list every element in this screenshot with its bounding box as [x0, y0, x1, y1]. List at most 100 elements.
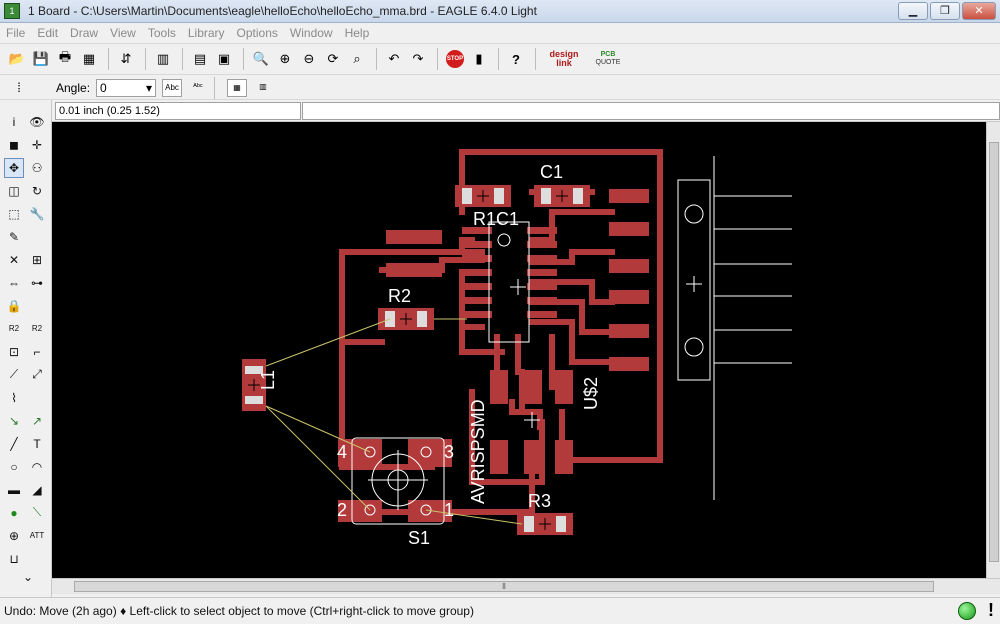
- label-avrisp: AVRISPSMD: [468, 399, 488, 504]
- add-part-icon[interactable]: ⊞: [31, 252, 43, 267]
- miter-icon[interactable]: ⌐: [33, 344, 41, 359]
- label-l1: L1: [258, 370, 278, 390]
- stop-button[interactable]: STOP: [444, 48, 466, 70]
- help-icon[interactable]: ?: [512, 51, 520, 67]
- arc-icon[interactable]: ◠: [31, 459, 43, 474]
- circle-icon[interactable]: ○: [10, 459, 18, 474]
- script-icon[interactable]: ▤: [193, 51, 207, 66]
- exclamation-icon[interactable]: !: [988, 600, 994, 620]
- airwires: [265, 318, 523, 525]
- cam-processor-icon[interactable]: ▦: [82, 51, 96, 66]
- meander-icon[interactable]: ⌇: [11, 390, 17, 405]
- zoom-out-icon[interactable]: ⊖: [303, 51, 315, 66]
- angle-select[interactable]: 0 ▾: [96, 78, 157, 97]
- print-icon[interactable]: 🖶: [58, 49, 72, 64]
- mirror-icon[interactable]: ◫: [8, 183, 20, 198]
- redo-icon[interactable]: ↷: [412, 51, 424, 66]
- rotate-icon[interactable]: ↻: [31, 183, 43, 198]
- board-drawing[interactable]: C1 R1C1 R2 L1 U$2 AVRISPSMD R3 S1 4 3 2 …: [52, 122, 986, 578]
- design-link-button[interactable]: design link: [542, 48, 586, 70]
- zoom-redraw-icon[interactable]: ⟳: [327, 51, 339, 66]
- smd-highlight: [462, 188, 472, 204]
- switch-schematic-icon[interactable]: ⇵: [120, 51, 132, 66]
- menu-window[interactable]: Window: [289, 26, 333, 40]
- vertical-scrollbar[interactable]: [986, 122, 1000, 578]
- ic-pad: [527, 311, 557, 318]
- hole-icon[interactable]: ⊕: [8, 528, 20, 543]
- angle-label: Angle:: [56, 80, 91, 95]
- dimension-icon[interactable]: ⊔: [9, 551, 19, 566]
- toolbar-separator: [437, 48, 438, 70]
- menu-file[interactable]: File: [6, 26, 26, 40]
- vertical-scroll-thumb[interactable]: [989, 142, 999, 562]
- value-icon[interactable]: R2: [31, 324, 43, 333]
- maximize-button[interactable]: ❐: [930, 2, 960, 20]
- copy-icon[interactable]: ⚇: [31, 160, 43, 175]
- minimize-button[interactable]: ▁: [898, 2, 928, 20]
- text-abc-icon[interactable]: Abc: [162, 78, 183, 97]
- grid-dots-icon[interactable]: ⁞: [17, 80, 21, 95]
- smash-icon[interactable]: ⊡: [8, 344, 20, 359]
- more-chevron-icon[interactable]: ⌄: [22, 570, 34, 584]
- display-layers-icon[interactable]: ◼: [9, 137, 19, 152]
- name-icon[interactable]: R2: [8, 324, 20, 333]
- menu-tools[interactable]: Tools: [147, 26, 176, 40]
- connector-outline: [677, 179, 711, 381]
- horizontal-scrollbar[interactable]: ⦀: [52, 578, 1000, 594]
- part-labels: C1 R1C1 R2 L1 U$2 AVRISPSMD R3 S1 4 3 2 …: [258, 162, 601, 548]
- delete-icon[interactable]: ✕: [8, 252, 20, 267]
- ic-pad: [462, 283, 492, 290]
- board-canvas[interactable]: C1 R1C1 R2 L1 U$2 AVRISPSMD R3 S1 4 3 2 …: [52, 122, 986, 578]
- padlock-icon[interactable]: 🔒: [6, 298, 22, 313]
- menu-help[interactable]: Help: [344, 26, 370, 40]
- polygon-icon[interactable]: ◢: [32, 482, 42, 497]
- mark-icon[interactable]: ✛: [31, 137, 43, 152]
- menu-library[interactable]: Library: [187, 26, 225, 40]
- replace-icon[interactable]: ⇔: [8, 275, 20, 290]
- undo-icon[interactable]: ↶: [388, 51, 400, 66]
- ic-pad: [462, 241, 492, 248]
- status-bar: Undo: Move (2h ago) ♦ Left-click to sele…: [0, 597, 1000, 624]
- toolbar-separator: [535, 48, 536, 70]
- attribute-icon[interactable]: ATT: [29, 531, 45, 540]
- ripup-icon[interactable]: ↗: [31, 413, 43, 428]
- wire-icon[interactable]: ╱: [10, 436, 18, 451]
- show-eye-icon[interactable]: 👁: [29, 114, 45, 129]
- split-icon[interactable]: ⟋: [9, 367, 19, 381]
- move-icon[interactable]: ✥: [4, 157, 24, 178]
- layout-grid-icon[interactable]: ▦: [227, 78, 248, 97]
- use-library-icon[interactable]: ▥: [156, 51, 170, 66]
- menu-bar: File Edit Draw View Tools Library Option…: [0, 23, 1000, 43]
- text-icon[interactable]: T: [33, 436, 41, 451]
- mirror-text-icon[interactable]: ᴬᵇᶜ: [193, 81, 203, 91]
- lock-icon[interactable]: ⊶: [31, 275, 43, 290]
- horizontal-scroll-thumb[interactable]: ⦀: [74, 581, 934, 592]
- change-wrench-icon[interactable]: 🔧: [29, 206, 45, 221]
- route-icon[interactable]: ↘: [8, 413, 20, 428]
- menu-options[interactable]: Options: [236, 26, 278, 40]
- pcb-quote-button[interactable]: PCB QUOTE: [588, 48, 628, 70]
- switch-pin: [364, 446, 376, 458]
- open-folder-icon[interactable]: 📂: [8, 51, 26, 66]
- paste-icon[interactable]: ✎: [8, 229, 20, 244]
- zoom-select-icon[interactable]: ⌕: [353, 51, 361, 66]
- group-icon[interactable]: ⬚: [8, 206, 20, 221]
- ic-pad: [462, 297, 492, 304]
- menu-view[interactable]: View: [110, 26, 136, 40]
- switch-outline: [351, 437, 445, 525]
- close-button[interactable]: ✕: [962, 2, 996, 20]
- menu-draw[interactable]: Draw: [70, 26, 99, 40]
- go-icon[interactable]: ▮: [475, 51, 483, 66]
- save-icon[interactable]: 💾: [32, 51, 50, 66]
- command-line-input[interactable]: [302, 102, 1000, 120]
- rect-icon[interactable]: ▬: [8, 482, 20, 497]
- ulp-icon[interactable]: ▣: [217, 51, 231, 66]
- zoom-fit-icon[interactable]: 🔍: [252, 51, 270, 66]
- optimize-icon[interactable]: ⤢: [32, 367, 42, 381]
- signal-icon[interactable]: ⟍: [32, 505, 42, 519]
- info-icon[interactable]: i: [12, 114, 16, 129]
- menu-edit[interactable]: Edit: [37, 26, 59, 40]
- layout-split-icon[interactable]: ▥: [259, 81, 267, 91]
- via-icon[interactable]: ●: [10, 505, 18, 520]
- zoom-in-icon[interactable]: ⊕: [279, 51, 291, 66]
